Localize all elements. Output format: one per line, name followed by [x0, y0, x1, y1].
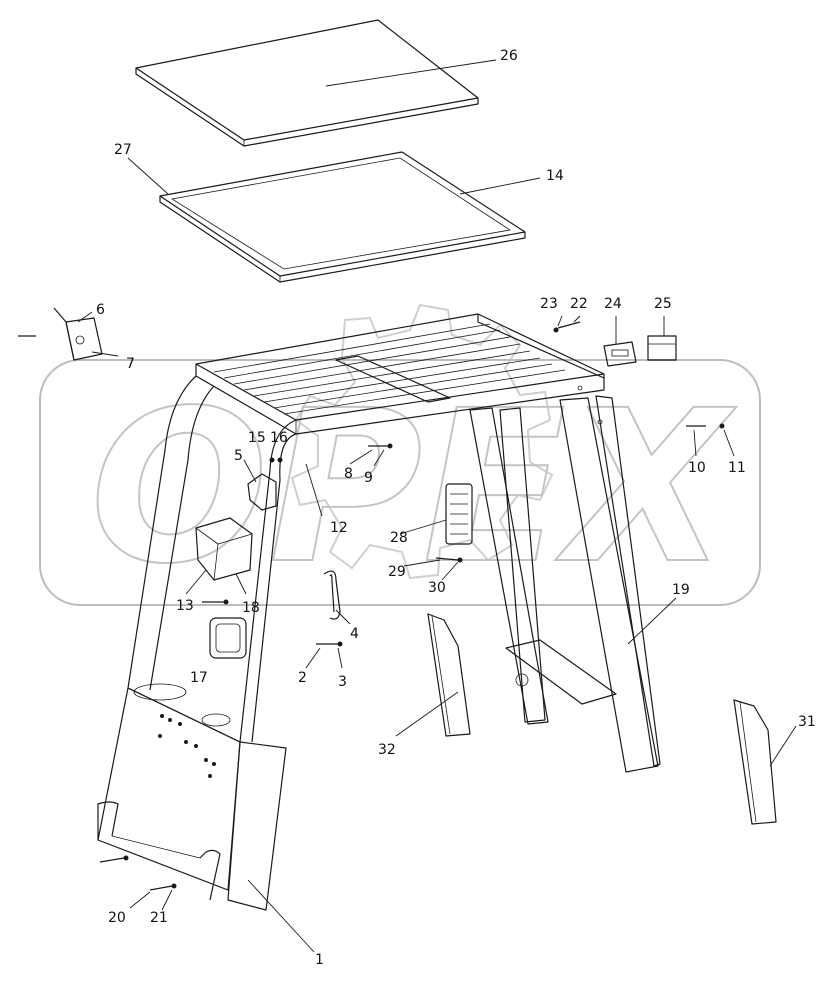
part-19-rear-legs	[469, 385, 661, 773]
part-4-handle	[323, 570, 341, 620]
callout-21: 21	[150, 910, 168, 926]
part-26-top-panel	[135, 19, 479, 147]
bolts	[99, 321, 725, 891]
part-1-front-frame	[97, 375, 297, 911]
callout-9: 9	[364, 470, 373, 486]
callout-8: 8	[344, 466, 353, 482]
callout-2: 2	[298, 670, 307, 686]
opex-watermark: OPEX	[39, 303, 761, 611]
callout-11: 11	[728, 460, 746, 476]
svg-text:OPEX: OPEX	[90, 365, 737, 610]
callout-29: 29	[388, 564, 406, 580]
canopy-grate	[195, 313, 605, 435]
callout-10: 10	[688, 460, 706, 476]
callout-31: 31	[798, 714, 816, 730]
callout-23: 23	[540, 296, 558, 312]
part-17-lamp	[209, 617, 247, 659]
part-25-cap	[647, 335, 677, 361]
callout-labels: 1 2 3 4 5 6 7 8 9 10 11 12 13 14 15 16 1…	[96, 48, 816, 968]
leader-lines	[77, 59, 797, 953]
callout-6: 6	[96, 302, 105, 318]
part-5-bracket	[247, 473, 277, 511]
part-13-box	[195, 517, 253, 581]
callout-3: 3	[338, 674, 347, 690]
part-24-plate	[603, 341, 637, 367]
callout-22: 22	[570, 296, 588, 312]
callout-30: 30	[428, 580, 446, 596]
callout-17: 17	[190, 670, 208, 686]
callout-25: 25	[654, 296, 672, 312]
callout-18: 18	[242, 600, 260, 616]
part-31-panel	[733, 699, 777, 825]
callout-7: 7	[126, 356, 135, 372]
callout-15: 15	[248, 430, 266, 446]
callout-13: 13	[176, 598, 194, 614]
callout-16: 16	[270, 430, 288, 446]
callout-24: 24	[604, 296, 622, 312]
part-32-panel	[427, 613, 471, 737]
callout-28: 28	[390, 530, 408, 546]
callout-1: 1	[315, 952, 324, 968]
callout-20: 20	[108, 910, 126, 926]
part-27-seal-frame	[159, 151, 526, 283]
callout-26: 26	[500, 48, 518, 64]
callout-5: 5	[234, 448, 243, 464]
callout-19: 19	[672, 582, 690, 598]
part-6-7-bracket	[18, 307, 103, 361]
callout-4: 4	[350, 626, 359, 642]
callout-14: 14	[546, 168, 564, 184]
callout-27: 27	[114, 142, 132, 158]
callout-12: 12	[330, 520, 348, 536]
callout-32: 32	[378, 742, 396, 758]
part-28-grille	[445, 483, 473, 545]
